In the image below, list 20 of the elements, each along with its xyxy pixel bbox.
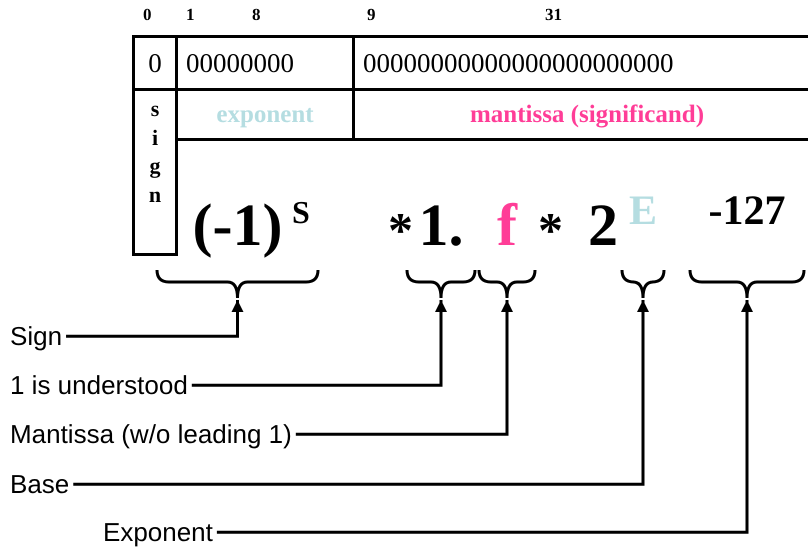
leader-arrow: [216, 300, 753, 534]
leader-arrow: [192, 300, 447, 387]
bit-index: 1: [186, 6, 194, 23]
formula-term: 1.: [418, 195, 464, 255]
table-cell: 0: [132, 35, 178, 91]
formula-term: E: [628, 190, 657, 232]
formula-term: -127: [708, 190, 786, 232]
operator: *: [388, 205, 413, 255]
bit-index: 8: [252, 6, 260, 23]
bit-index: 31: [545, 6, 562, 23]
superscript: S: [292, 196, 310, 228]
table-cell: sign: [132, 88, 178, 256]
leader-arrow: [296, 300, 513, 436]
formula-term: 2: [588, 195, 618, 255]
operator: *: [538, 205, 563, 255]
formula-term: f: [497, 195, 517, 255]
leader-arrow: [66, 300, 244, 338]
leader-arrow: [73, 300, 649, 486]
bit-index: 0: [143, 6, 152, 23]
bit-index: 9: [367, 6, 376, 23]
